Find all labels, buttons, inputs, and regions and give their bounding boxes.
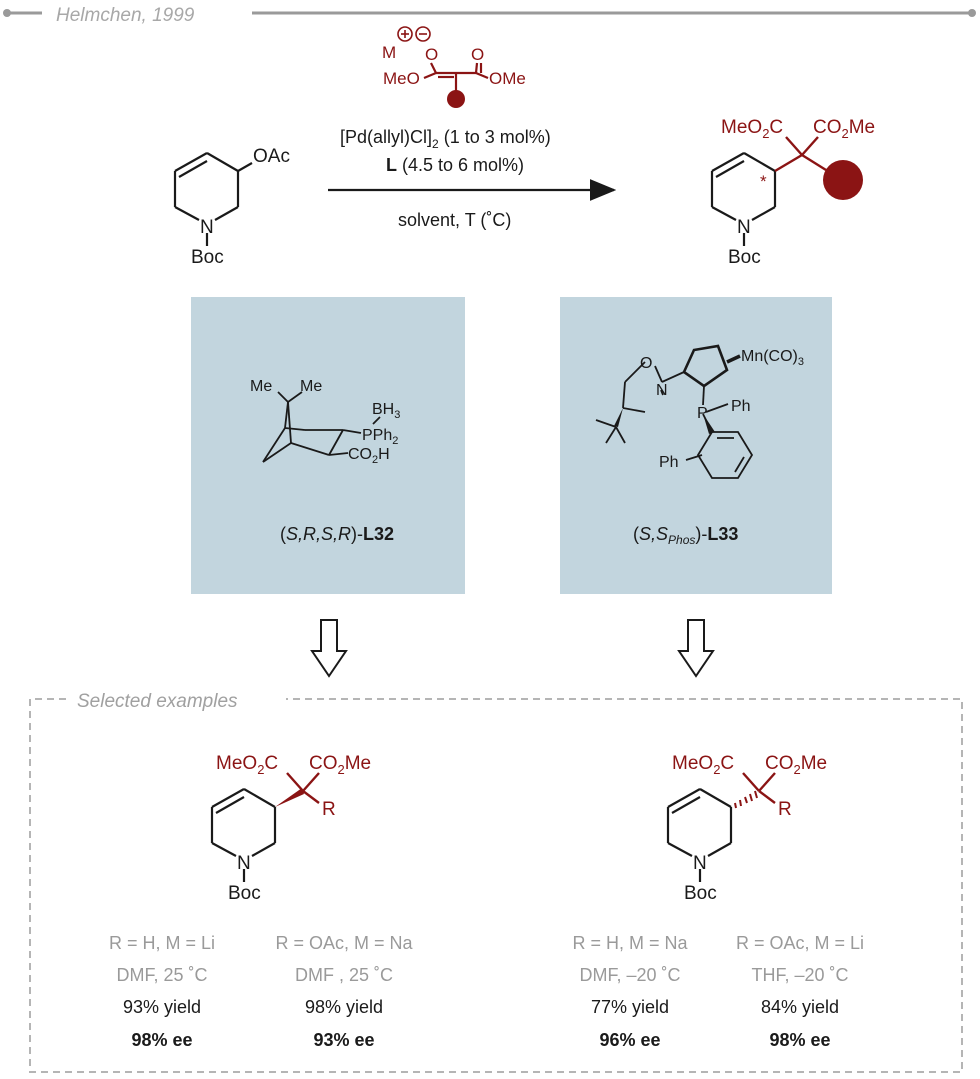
l33-ph-right: Ph <box>731 398 751 415</box>
examples-frame: Selected examples <box>29 691 963 1073</box>
l33-n: N <box>656 382 668 399</box>
result-condition: R = OAc, M = Na <box>275 933 413 953</box>
ligand-l32-label: (S,R,S,R)-L32 <box>280 524 394 544</box>
plus-charge-icon <box>397 26 413 42</box>
sm-oac-label: OAc <box>253 146 290 167</box>
starting-material <box>173 152 253 246</box>
result-yield: 84% yield <box>761 997 839 1017</box>
example-left-ester-right: CO2Me <box>309 753 371 777</box>
result-yield: 77% yield <box>591 997 669 1017</box>
header-title: Helmchen, 1999 <box>56 5 195 26</box>
substituent-ball-icon <box>447 90 465 108</box>
condition-solvent: solvent, T (˚C) <box>398 210 511 230</box>
malonate-reagent: M O O MeO OMe <box>382 26 526 108</box>
l33-ph-left: Ph <box>659 454 679 471</box>
result-condition: R = OAc, M = Li <box>736 933 864 953</box>
minus-charge-icon <box>415 26 431 42</box>
product-n-label: N <box>737 217 751 238</box>
result-solvent: THF, –20 ˚C <box>751 965 848 985</box>
result-solvent: DMF, –20 ˚C <box>579 965 680 985</box>
result-ee: 96% ee <box>599 1030 660 1050</box>
reagent-o-left: O <box>425 45 438 64</box>
down-arrow-left-icon <box>310 619 348 678</box>
result-solvent: DMF, 25 ˚C <box>116 965 207 985</box>
example-left-r: R <box>322 799 336 820</box>
example-left-boc: Boc <box>228 883 261 904</box>
condition-ligand: L (4.5 to 6 mol%) <box>386 155 524 175</box>
result-ee: 98% ee <box>131 1030 192 1050</box>
example-right-n: N <box>693 853 707 874</box>
product-ester-left: MeO2C <box>721 117 783 141</box>
result-condition: R = H, M = Li <box>109 933 215 953</box>
header: Helmchen, 1999 <box>3 5 976 26</box>
stereo-star: * <box>760 172 767 191</box>
l32-co2h: CO2H <box>348 446 390 466</box>
l32-bh3: BH3 <box>372 401 400 421</box>
ligand-box-l32: Me Me BH3 PPh2 CO2H (S,R,S,R)-L32 <box>191 297 465 594</box>
result-yield: 98% yield <box>305 997 383 1017</box>
example-right-r: R <box>778 799 792 820</box>
substituent-ball-icon <box>823 160 863 200</box>
l32-me-right: Me <box>300 378 322 395</box>
sm-n-label: N <box>200 217 214 238</box>
ligand-box-l33: O N P Ph Ph Mn(CO)3 (S,SPhos)-L33 <box>560 297 832 594</box>
reagent-ome: OMe <box>489 69 526 88</box>
result-ee: 93% ee <box>313 1030 374 1050</box>
product-ester-right: CO2Me <box>813 117 875 141</box>
examples-title: Selected examples <box>77 691 238 712</box>
result-ee: 98% ee <box>769 1030 830 1050</box>
l32-me-left: Me <box>250 378 272 395</box>
example-right-ester-right: CO2Me <box>765 753 827 777</box>
result-solvent: DMF , 25 ˚C <box>295 965 393 985</box>
l33-o: O <box>640 355 652 372</box>
l32-pph2: PPh2 <box>362 427 398 447</box>
result-yield: 93% yield <box>123 997 201 1017</box>
product-top: * MeO2C CO2Me N Boc <box>710 117 875 268</box>
sm-boc-label: Boc <box>191 247 224 268</box>
ligand-l33-label: (S,SPhos)-L33 <box>633 524 738 547</box>
example-molecule-right: MeO2C CO2Me R N Boc <box>666 753 827 904</box>
example-left-n: N <box>237 853 251 874</box>
example-results: R = H, M = Li DMF, 25 ˚C 93% yield 98% e… <box>109 933 864 1050</box>
example-right-ester-left: MeO2C <box>672 753 734 777</box>
result-condition: R = H, M = Na <box>572 933 688 953</box>
l33-mn: Mn(CO)3 <box>741 348 804 368</box>
reagent-o-right: O <box>471 45 484 64</box>
condition-catalyst: [Pd(allyl)Cl]2 (1 to 3 mol%) <box>340 127 551 151</box>
l33-p: P <box>697 405 708 422</box>
reagent-meo: MeO <box>383 69 420 88</box>
example-molecule-left: MeO2C CO2Me R N Boc <box>210 753 371 904</box>
reagent-metal: M <box>382 43 396 62</box>
example-left-ester-left: MeO2C <box>216 753 278 777</box>
product-boc-label: Boc <box>728 247 761 268</box>
down-arrow-right-icon <box>677 619 715 678</box>
example-right-boc: Boc <box>684 883 717 904</box>
reaction-conditions: [Pd(allyl)Cl]2 (1 to 3 mol%) L (4.5 to 6… <box>328 127 617 230</box>
